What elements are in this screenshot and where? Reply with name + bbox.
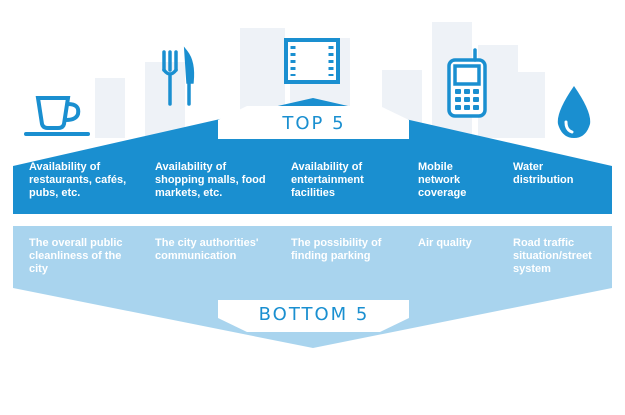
top-item: Availability of shopping malls, food mar… — [155, 161, 266, 199]
bottom-item: Road traffic situation/street system — [513, 237, 592, 275]
top-item: Availability of entertainment facilities — [291, 161, 364, 199]
water-drop-icon — [557, 86, 591, 138]
top-item: Mobile network coverage — [418, 161, 467, 199]
film-strip-icon — [284, 38, 340, 84]
top-band — [13, 98, 612, 214]
cutlery-icon — [162, 46, 195, 106]
top-item: Water distribution — [513, 161, 574, 186]
bottom-item: Air quality — [418, 237, 472, 249]
bottom-item: The possibility of finding parking — [291, 237, 382, 262]
coffee-cup-icon — [24, 96, 90, 136]
mobile-phone-icon — [447, 48, 487, 118]
bottom-label-plate — [218, 300, 409, 332]
bottom-item: The overall public cleanliness of the ci… — [29, 237, 123, 275]
top-title: TOP 5 — [282, 113, 346, 134]
bottom-band — [13, 226, 612, 348]
bottom-title: BOTTOM 5 — [258, 304, 370, 325]
top-item: Availability of restaurants, cafés, pubs… — [29, 161, 127, 199]
band-divider — [13, 214, 612, 223]
top-label-plate — [218, 106, 409, 139]
bottom-item: The city authorities' communication — [155, 237, 259, 262]
